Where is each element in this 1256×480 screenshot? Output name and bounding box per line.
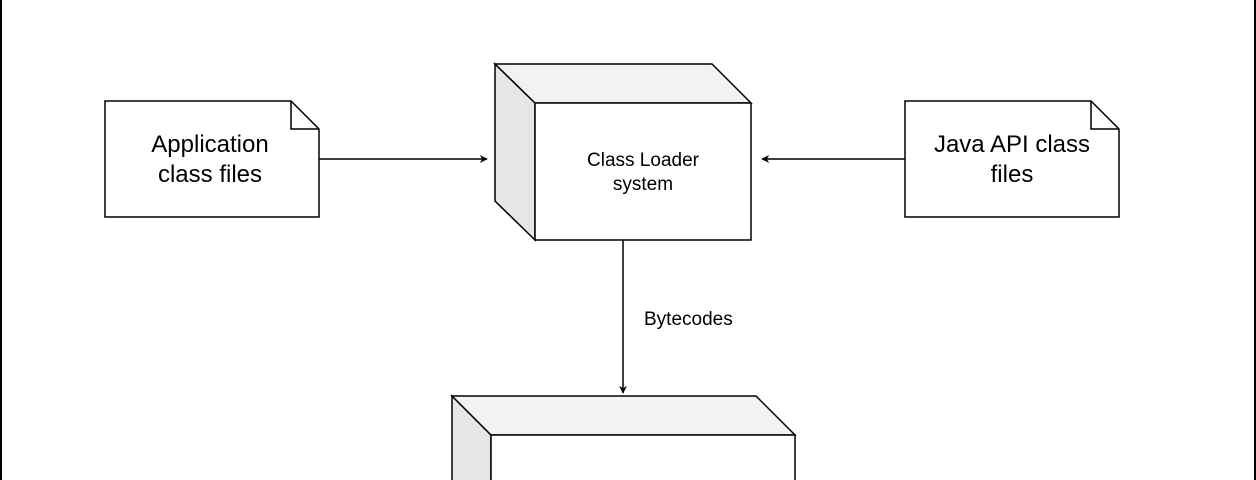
app-files-shape	[104, 100, 320, 218]
java-api-files-label: Java API class files	[933, 131, 1091, 188]
java-api-files-shape	[904, 100, 1120, 218]
edge-bytecodes-label: Bytecodes	[644, 309, 733, 330]
app-files-node	[104, 100, 320, 218]
execution-box-top-face	[450, 395, 797, 436]
java-api-files-folded-corner	[1090, 101, 1119, 130]
app-files-label: Application class files	[151, 131, 269, 188]
class-loader-front-face	[534, 102, 752, 241]
execution-box-label	[491, 435, 795, 480]
class-loader-top-face	[493, 63, 753, 104]
java-api-files-node	[904, 100, 1120, 218]
class-loader-node	[493, 62, 753, 242]
execution-box-front-face	[490, 434, 796, 480]
app-files-folded-corner	[290, 101, 319, 130]
class-loader-label: Class Loader system	[587, 150, 699, 195]
execution-box-node	[450, 394, 797, 480]
